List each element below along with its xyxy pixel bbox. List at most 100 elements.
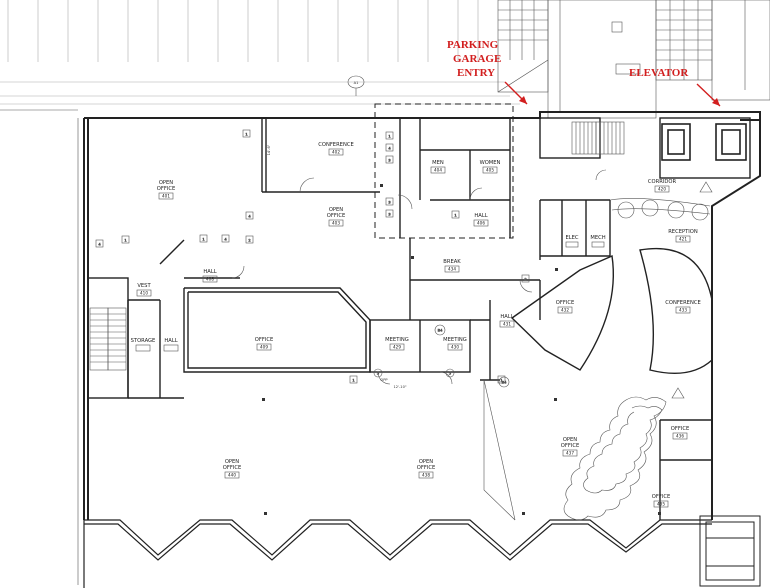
dimension-opp: OPP	[380, 378, 388, 382]
tag-4: 4	[388, 147, 391, 151]
tag-4: 4	[224, 238, 227, 242]
room-corridor-num: 420	[658, 187, 666, 192]
tag-2: 2	[524, 278, 526, 282]
parking-arrowhead-icon	[519, 96, 527, 104]
room-hall-core-name: HALL	[474, 213, 487, 219]
elevator-annotation: ELEVATOR	[629, 67, 721, 107]
room-tag-box	[328, 219, 344, 227]
room-conference-top-num: 402	[332, 150, 340, 155]
room-tag-box	[418, 471, 434, 479]
tag-1: 1	[500, 379, 502, 383]
room-open-office-se-l2: OFFICE	[561, 443, 579, 449]
room-open-office-sw-l1: OPEN	[225, 459, 239, 465]
room-tag-box	[672, 432, 688, 440]
south-facade	[83, 519, 712, 588]
room-office-big-name: OFFICE	[255, 337, 273, 343]
parking-lot-grid	[0, 0, 520, 105]
room-hall-west-name: HALL	[203, 269, 216, 275]
room-break-name: BREAK	[443, 259, 461, 265]
room-office-wedge-name: OFFICE	[556, 300, 574, 306]
room-office-se1-num: 436	[676, 434, 684, 439]
callout-a1-text: A1	[354, 81, 359, 85]
room-open-office-se-num: 437	[566, 451, 574, 456]
room-open-office-s-l1: OPEN	[419, 459, 433, 465]
corridor-curves	[483, 198, 711, 521]
dimension-left: 14'-6"	[267, 144, 271, 155]
west-edge	[0, 109, 79, 585]
room-tag-box	[444, 265, 460, 273]
elevator-shafts	[661, 123, 747, 161]
room-tag-box	[136, 289, 152, 297]
room-office-se2-name: OFFICE	[652, 494, 670, 500]
keynote-tags: 1 1 4 4 2 1 4 3 3 3 1 2 1 1 4 1 5 5 B4 B…	[95, 129, 713, 399]
room-open-office-nw-num: 401	[162, 194, 170, 199]
room-tag-box	[430, 166, 446, 174]
room-meeting-2-num: 430	[451, 345, 459, 350]
room-vest-num: 410	[140, 291, 148, 296]
room-tag-box	[473, 219, 489, 227]
room-tag-box	[224, 471, 240, 479]
room-men-num: 404	[434, 168, 442, 173]
parking-garage-entry-annotation: PARKING GARAGE ENTRY	[447, 39, 528, 105]
parking-label-line1: PARKING	[447, 39, 499, 51]
room-tag-box	[675, 306, 691, 314]
section-callout-a1: A1	[347, 75, 365, 96]
room-tag-box	[654, 185, 670, 193]
room-tag-box	[447, 343, 463, 351]
column-marks	[262, 184, 661, 515]
room-office-wedge-num: 432	[561, 308, 569, 313]
parking-label-line2: GARAGE	[453, 53, 501, 65]
room-tag-box	[557, 306, 573, 314]
curved-partition	[563, 396, 667, 521]
room-open-office-s-l2: OFFICE	[417, 465, 435, 471]
room-open-office-nw-l1: OPEN	[159, 180, 173, 186]
room-hall-west-num: 408	[206, 277, 214, 282]
room-tag-box	[158, 192, 174, 200]
room-tag-box	[653, 500, 669, 508]
room-open-office-center-l1: OPEN	[329, 207, 343, 213]
room-corridor-name: CORRIDOR	[648, 179, 677, 185]
tag-1: 1	[245, 133, 247, 137]
room-open-office-center-l2: OFFICE	[327, 213, 345, 219]
dimension-bottom: 12'-10"	[393, 385, 406, 389]
tag-3: 3	[388, 159, 390, 163]
tag-4: 4	[98, 243, 101, 247]
se-entry-vestibule	[699, 515, 761, 587]
room-conference-top-name: CONFERENCE	[318, 142, 354, 148]
tag-3: 3	[388, 201, 390, 205]
room-women-name: WOMEN	[480, 160, 501, 166]
tag-1: 1	[352, 379, 354, 383]
room-meeting-1-num: 429	[393, 345, 401, 350]
tag-3: 3	[388, 213, 390, 217]
room-tag-box	[591, 241, 605, 248]
parking-garage-structure	[497, 0, 770, 119]
room-tag-box	[163, 344, 179, 352]
room-office-se2-num: 435	[657, 502, 665, 507]
tag-1: 1	[388, 135, 390, 139]
room-tag-box	[565, 241, 579, 248]
room-tag-box	[482, 166, 498, 174]
tag-1: 1	[124, 239, 126, 243]
room-hall-core-num: 406	[477, 221, 485, 226]
room-hall-stair-name: HALL	[164, 338, 177, 344]
tag-4: 4	[248, 215, 251, 219]
room-open-office-sw-l2: OFFICE	[223, 465, 241, 471]
room-hall-east-name: HALL	[500, 314, 513, 320]
door-swings	[231, 169, 607, 385]
room-reception-num: 421	[679, 237, 687, 242]
room-office-big-num: 409	[260, 345, 268, 350]
room-break-num: 434	[448, 267, 456, 272]
room-conference-east-num: 433	[679, 308, 687, 313]
room-elec-name: ELEC	[565, 235, 578, 241]
room-storage-name: STORAGE	[131, 338, 156, 344]
room-labels: CONFERENCE 402 OPEN OFFICE 401 OPEN OFFI…	[131, 142, 701, 508]
room-open-office-nw-l2: OFFICE	[157, 186, 175, 192]
room-men-name: MEN	[432, 160, 444, 166]
room-tag-box	[499, 320, 515, 328]
room-tag-box	[328, 148, 344, 156]
room-mech-name: MECH	[590, 235, 605, 241]
room-reception-name: RECEPTION	[668, 229, 698, 235]
room-tag-box	[389, 343, 405, 351]
room-open-office-center-num: 403	[332, 221, 340, 226]
room-conference-east-name: CONFERENCE	[665, 300, 701, 306]
